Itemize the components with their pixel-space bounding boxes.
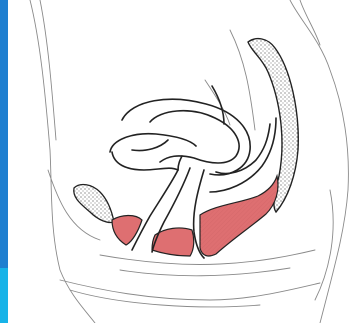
accent-bar-light bbox=[0, 268, 8, 323]
body-outline bbox=[30, 0, 348, 323]
pelvic-floor-muscles bbox=[112, 176, 278, 256]
pubic-bone bbox=[74, 185, 114, 223]
